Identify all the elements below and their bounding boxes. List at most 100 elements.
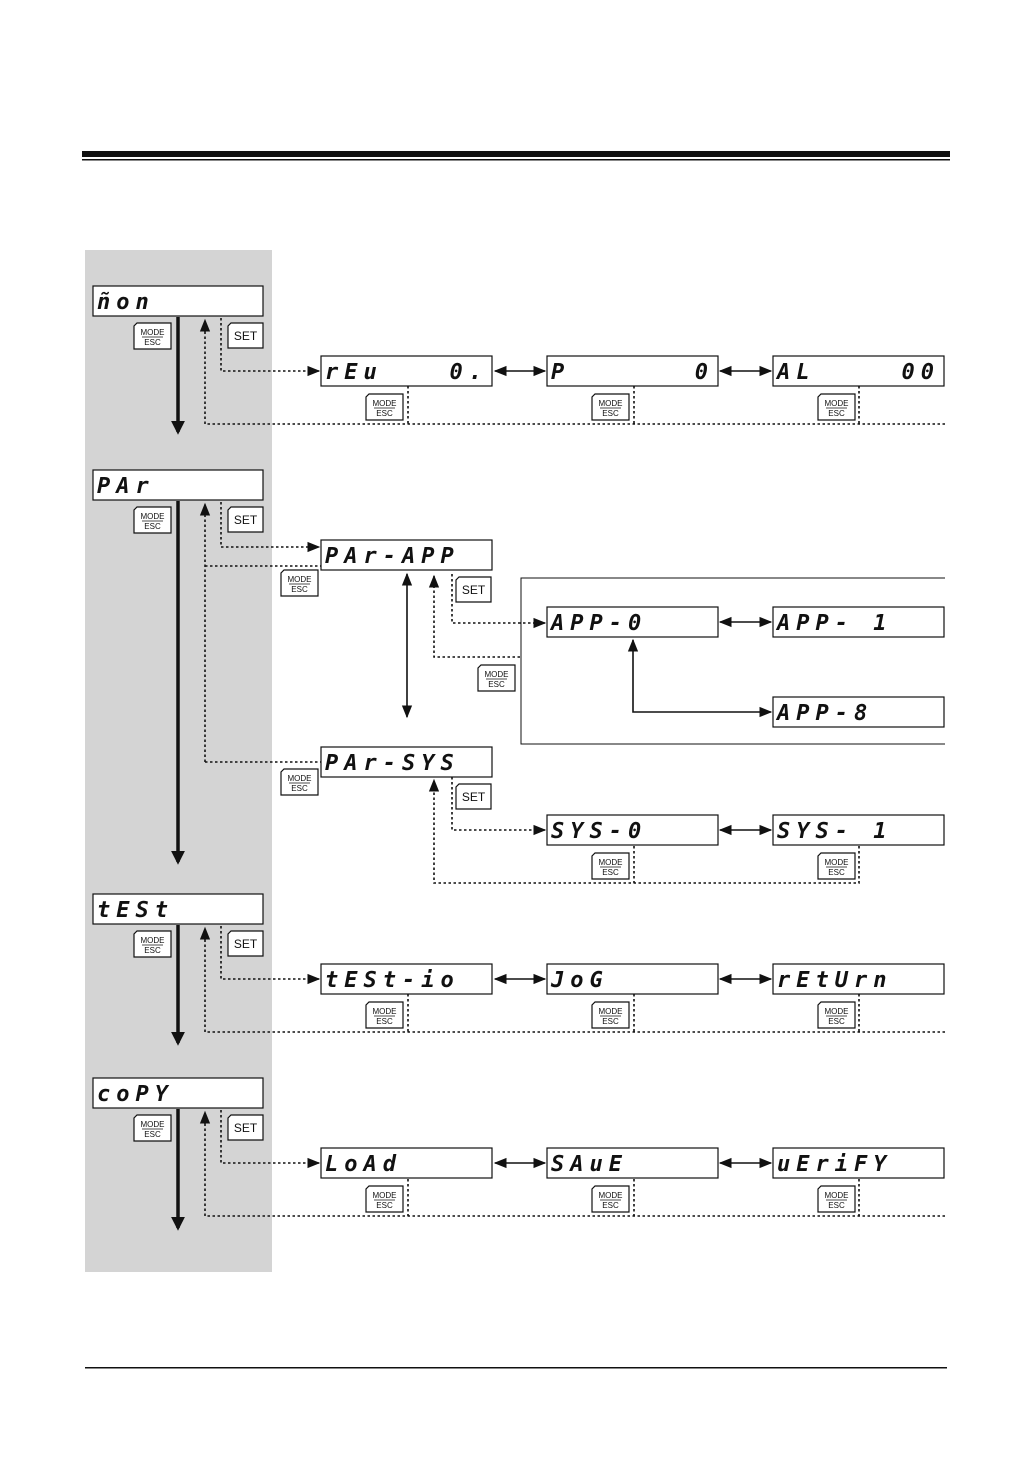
display-verify-label: uEriFY <box>777 1152 892 1177</box>
display-p[interactable]: P 0 <box>546 355 719 387</box>
set-button-copy[interactable]: SET <box>227 1114 264 1141</box>
display-load[interactable]: LoAd <box>320 1147 493 1179</box>
set-button-mon[interactable]: SET <box>227 322 264 349</box>
display-app-0[interactable]: APP-0 <box>546 606 719 638</box>
esc-label: ESC <box>144 338 161 347</box>
mode-label: MODE <box>141 328 165 337</box>
mode-label: MODE <box>485 670 509 679</box>
display-save-label: SAuE <box>551 1152 628 1177</box>
mode-esc-button-app-group[interactable]: MODE ESC <box>477 664 516 692</box>
mode-esc-button-jog[interactable]: MODE ESC <box>591 1001 630 1029</box>
display-save[interactable]: SAuE <box>546 1147 719 1179</box>
mode-esc-button-test-io[interactable]: MODE ESC <box>365 1001 404 1029</box>
link-par-sys-set <box>451 777 547 836</box>
mode-esc-button-al[interactable]: MODE ESC <box>817 393 856 421</box>
set-label: SET <box>462 790 486 804</box>
mode-esc-button-test[interactable]: MODE ESC <box>133 930 172 958</box>
mode-esc-button-par[interactable]: MODE ESC <box>133 506 172 534</box>
mode-esc-button-copy[interactable]: MODE ESC <box>133 1114 172 1142</box>
link-copy-return <box>199 1110 945 1217</box>
mode-esc-button-load[interactable]: MODE ESC <box>365 1185 404 1213</box>
display-par[interactable]: PAr <box>92 469 264 501</box>
mode-esc-button-p[interactable]: MODE ESC <box>591 393 630 421</box>
display-return[interactable]: rEtUrn <box>772 963 945 995</box>
display-test-io-label: tESt-io <box>325 968 460 993</box>
display-al-label: AL <box>775 360 816 385</box>
esc-label: ESC <box>602 1017 619 1026</box>
mode-esc-button-mon[interactable]: MODE ESC <box>133 322 172 350</box>
esc-label: ESC <box>602 868 619 877</box>
mode-esc-button-sys-1[interactable]: MODE ESC <box>817 852 856 880</box>
display-app-8[interactable]: APP-8 <box>772 696 945 728</box>
mode-label: MODE <box>373 1191 397 1200</box>
set-button-par-sys[interactable]: SET <box>455 783 492 810</box>
link-par-app-set <box>451 574 547 629</box>
esc-label: ESC <box>291 784 308 793</box>
esc-label: ESC <box>144 522 161 531</box>
display-al-value: 00 <box>902 360 941 385</box>
mode-esc-button-par-app[interactable]: MODE ESC <box>280 569 319 597</box>
display-al[interactable]: AL 00 <box>772 355 945 387</box>
mode-label: MODE <box>825 858 849 867</box>
display-sys-1[interactable]: SYS- 1 <box>772 814 945 846</box>
esc-label: ESC <box>376 1017 393 1026</box>
display-mon-label: ñon <box>97 290 155 315</box>
mode-label: MODE <box>599 1191 623 1200</box>
mode-label: MODE <box>825 1007 849 1016</box>
display-p-value: 0 <box>695 360 714 385</box>
set-button-test[interactable]: SET <box>227 930 264 957</box>
display-par-sys-label: PAr-SYS <box>325 751 460 776</box>
mode-label: MODE <box>141 1120 165 1129</box>
mode-label: MODE <box>825 1191 849 1200</box>
display-return-label: rEtUrn <box>777 968 892 993</box>
esc-label: ESC <box>602 1201 619 1210</box>
esc-label: ESC <box>828 1201 845 1210</box>
mode-esc-button-return[interactable]: MODE ESC <box>817 1001 856 1029</box>
display-copy-label: coPY <box>97 1082 174 1107</box>
header-thick-rule <box>82 151 950 157</box>
display-test-io[interactable]: tESt-io <box>320 963 493 995</box>
display-verify[interactable]: uEriFY <box>772 1147 945 1179</box>
display-par-app[interactable]: PAr-APP <box>320 539 493 571</box>
link-par-app-return <box>428 574 520 658</box>
esc-label: ESC <box>144 1130 161 1139</box>
display-sys-0[interactable]: SYS-0 <box>546 814 719 846</box>
mode-label: MODE <box>141 512 165 521</box>
mode-label: MODE <box>288 575 312 584</box>
display-app-1[interactable]: APP- 1 <box>772 606 945 638</box>
mode-label: MODE <box>825 399 849 408</box>
link-app0-app8 <box>627 638 773 718</box>
mode-esc-button-par-sys[interactable]: MODE ESC <box>280 768 319 796</box>
mode-esc-button-verify[interactable]: MODE ESC <box>817 1185 856 1213</box>
display-jog[interactable]: JoG <box>546 963 719 995</box>
set-button-par[interactable]: SET <box>227 506 264 533</box>
set-label: SET <box>234 1121 258 1135</box>
display-par-app-label: PAr-APP <box>325 544 460 569</box>
mode-esc-button-rev[interactable]: MODE ESC <box>365 393 404 421</box>
display-mon[interactable]: ñon <box>92 285 264 317</box>
display-rev[interactable]: rEu 0. <box>320 355 493 387</box>
mode-label: MODE <box>599 858 623 867</box>
esc-label: ESC <box>488 680 505 689</box>
display-test-label: tESt <box>97 898 174 923</box>
display-app-1-label: APP- 1 <box>775 611 892 636</box>
esc-label: ESC <box>828 868 845 877</box>
display-test[interactable]: tESt <box>92 893 264 925</box>
link-par-set <box>220 502 321 553</box>
link-test-return <box>199 926 945 1033</box>
esc-label: ESC <box>291 585 308 594</box>
display-sys-1-label: SYS- 1 <box>777 819 892 844</box>
display-sys-0-label: SYS-0 <box>551 819 647 844</box>
mode-label: MODE <box>599 399 623 408</box>
display-par-sys[interactable]: PAr-SYS <box>320 746 493 778</box>
mode-esc-button-save[interactable]: MODE ESC <box>591 1185 630 1213</box>
set-label: SET <box>234 329 258 343</box>
display-jog-label: JoG <box>550 968 609 993</box>
mode-esc-button-sys-0[interactable]: MODE ESC <box>591 852 630 880</box>
display-copy[interactable]: coPY <box>92 1077 264 1109</box>
esc-label: ESC <box>602 409 619 418</box>
set-button-par-app[interactable]: SET <box>455 576 492 603</box>
display-app-8-label: APP-8 <box>775 701 873 726</box>
esc-label: ESC <box>828 1017 845 1026</box>
